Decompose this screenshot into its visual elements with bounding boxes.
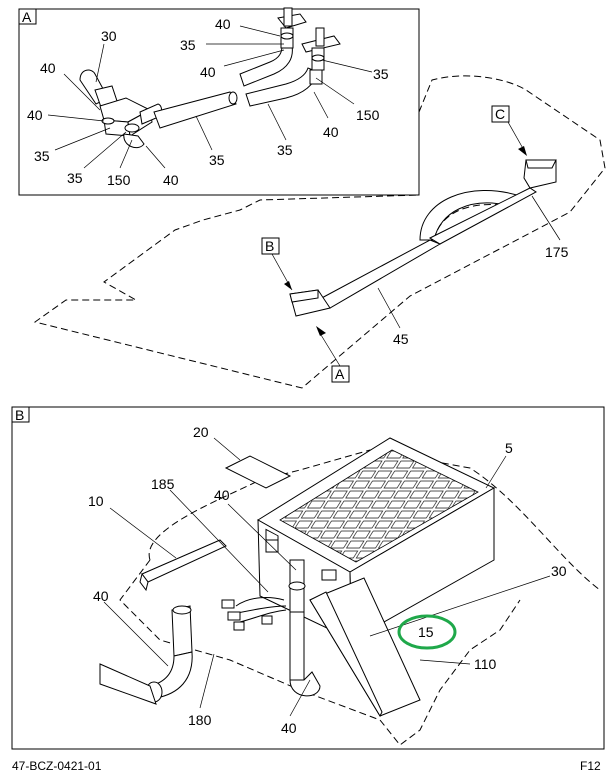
detail-b-leader-lines: [103, 437, 551, 717]
callout-180: 180: [188, 712, 212, 728]
detail-a-panel: A: [18, 7, 420, 196]
callout-35: 35: [180, 37, 196, 53]
callout-c: C: [495, 106, 505, 122]
callout-35: 35: [373, 66, 389, 82]
detail-a-tag-box: [18, 8, 37, 25]
callout-40: 40: [40, 60, 56, 76]
callout-40: 40: [281, 720, 297, 736]
callout-40: 40: [214, 487, 230, 503]
callout-a-box: [331, 365, 350, 383]
callout-5: 5: [505, 440, 513, 456]
detail-b-labels: 20 5 185 40 10 30 15 40 110 180 40: [88, 424, 567, 736]
callout-40: 40: [323, 124, 339, 140]
callout-b: B: [265, 238, 274, 254]
callout-35: 35: [209, 152, 225, 168]
drawing-id: 47-BCZ-0421-01: [12, 759, 102, 773]
wiring-harness-185: [221, 597, 287, 631]
callout-150: 150: [107, 172, 131, 188]
detail-b-tag-box: [11, 406, 30, 423]
detail-b-tag: B: [15, 407, 24, 423]
callout-b-box: [261, 237, 280, 255]
callout-35: 35: [277, 142, 293, 158]
callout-40: 40: [215, 16, 231, 32]
callout-40: 40: [27, 107, 43, 123]
detail-a-tag: A: [22, 9, 32, 25]
callout-35: 35: [67, 170, 83, 186]
callout-40: 40: [93, 588, 109, 604]
bar-10: [141, 539, 227, 583]
detail-a-labels: 30 40 40 35 35 150 40 35 40 35 40 35 40 …: [27, 16, 389, 188]
hose-elbow-left: [99, 605, 193, 705]
callout-40: 40: [200, 64, 216, 80]
callout-10: 10: [88, 493, 104, 509]
callout-185: 185: [151, 476, 175, 492]
callout-110: 110: [474, 656, 497, 672]
detail-b-panel: B: [11, 406, 605, 750]
overview-floor: [33, 75, 606, 389]
callout-35: 35: [34, 148, 50, 164]
callout-40: 40: [163, 172, 179, 188]
callout-c-box: [491, 105, 510, 123]
heater-unit-5: [257, 437, 496, 641]
callout-30: 30: [101, 28, 117, 44]
callout-30: 30: [551, 563, 567, 579]
detail-a-hose-assembly: [79, 7, 341, 149]
callout-20: 20: [193, 424, 209, 440]
detail-a-leader-lines: [47, 25, 373, 169]
callout-45: 45: [393, 331, 409, 347]
callout-175: 175: [545, 244, 569, 260]
callout-15: 15: [418, 624, 434, 640]
highlight-ring: [397, 614, 457, 650]
callout-a: A: [335, 366, 345, 382]
sheet-number: F12: [580, 759, 601, 773]
overview-callouts: B C A 175 45: [261, 105, 569, 383]
panel-20: [224, 455, 292, 489]
callout-150: 150: [356, 107, 380, 123]
